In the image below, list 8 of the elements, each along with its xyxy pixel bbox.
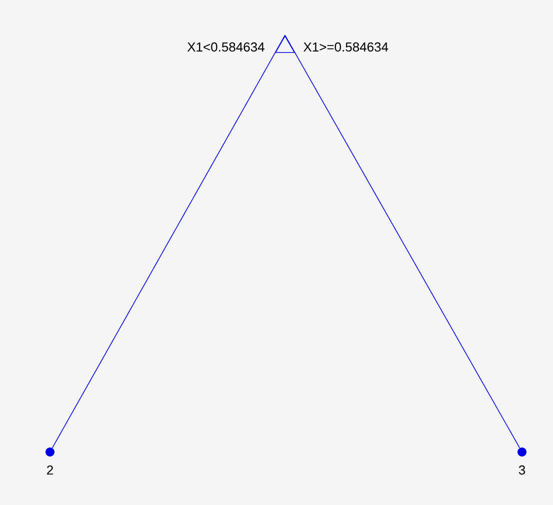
split-rule: X1>=0.584634 [304,42,388,52]
leaf-number: 2 [47,465,53,475]
split-rule: X1<0.584634 [187,42,264,52]
leaf-number: 3 [518,465,526,475]
leaf-dot [518,448,526,456]
leaf-dot [46,448,54,456]
branch-line [284,34,520,448]
branch-line [52,34,286,448]
